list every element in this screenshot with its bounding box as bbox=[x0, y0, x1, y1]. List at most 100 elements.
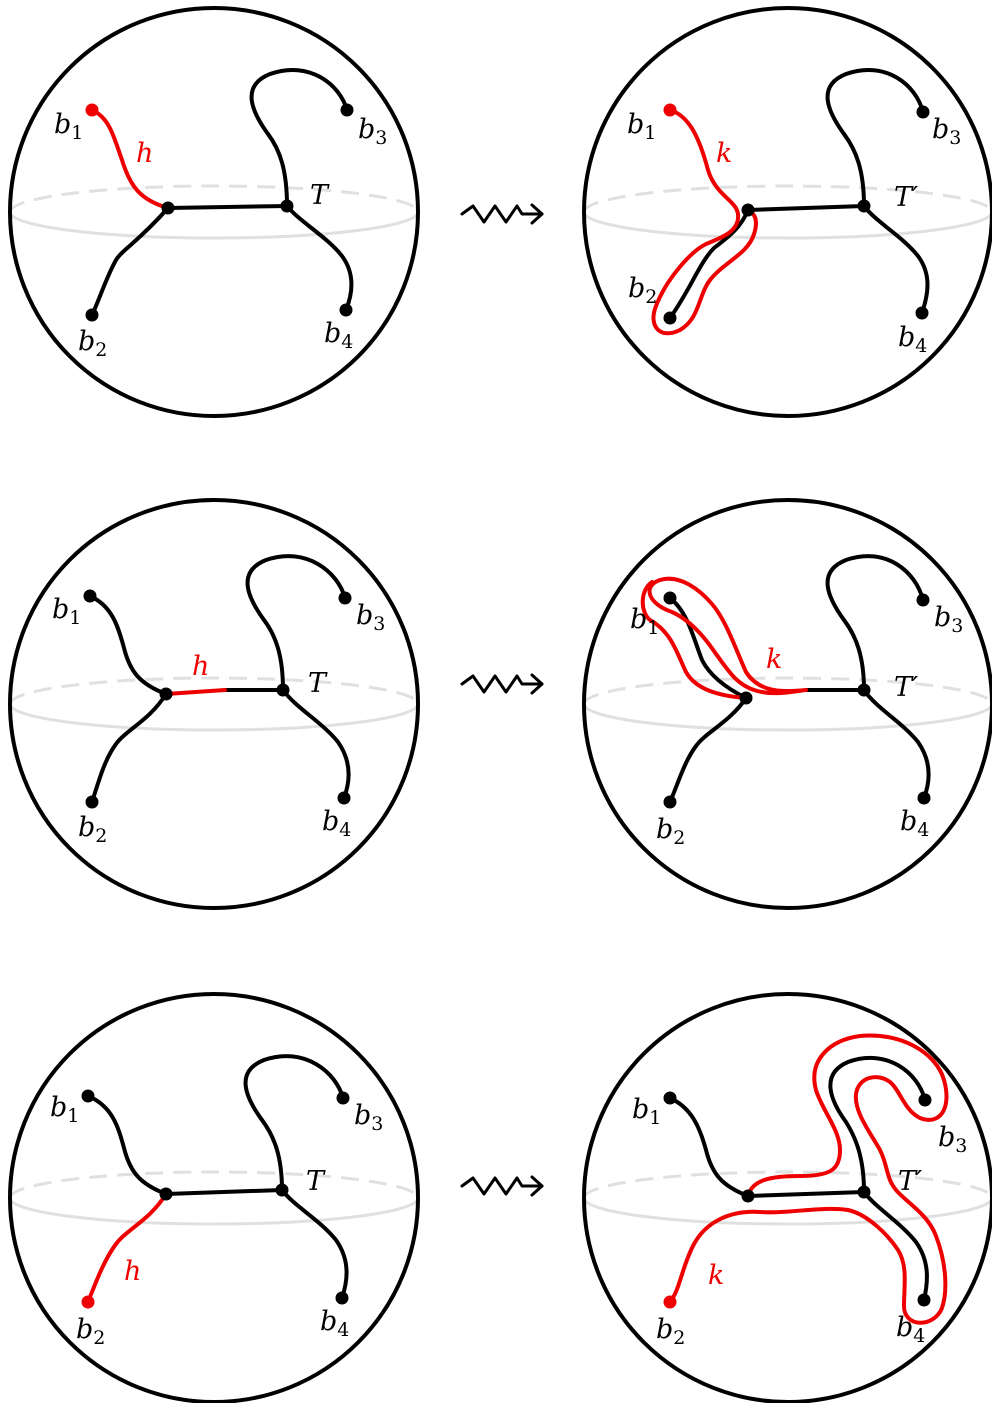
equator bbox=[584, 1170, 992, 1226]
label-tree: T bbox=[306, 1166, 326, 1197]
vertex-b2 bbox=[663, 1295, 677, 1309]
row-3: b1 b2 b3 b4 T h bbox=[8, 992, 992, 1403]
sphere-outline bbox=[582, 498, 992, 910]
sphere-left-1: b1 b2 b3 b4 T h bbox=[8, 6, 420, 418]
tree-t-prime bbox=[668, 1055, 929, 1302]
label-b3: b3 bbox=[932, 114, 961, 149]
vertex-inner-1 bbox=[159, 1187, 173, 1201]
sphere-outline bbox=[8, 6, 420, 418]
vertex-b1 bbox=[663, 103, 677, 117]
sphere-outline bbox=[582, 6, 992, 418]
vertex-b3 bbox=[336, 1091, 350, 1105]
label-arc: k bbox=[708, 1260, 724, 1291]
label-tree: T bbox=[308, 668, 328, 699]
label-arc: h bbox=[192, 651, 209, 682]
vertex-b3 bbox=[340, 103, 354, 117]
label-b3: b3 bbox=[358, 114, 387, 149]
label-arc: h bbox=[124, 1256, 141, 1287]
tree-t bbox=[90, 67, 354, 317]
vertex-inner-1 bbox=[739, 691, 753, 705]
vertex-b4 bbox=[335, 1291, 349, 1305]
label-b2: b2 bbox=[78, 326, 107, 361]
vertex-inner-1 bbox=[741, 203, 755, 217]
label-b3: b3 bbox=[356, 600, 385, 635]
label-b4: b4 bbox=[898, 322, 927, 357]
equator bbox=[584, 676, 992, 732]
sphere-right-1: b1 b2 b3 b4 T′ k bbox=[582, 6, 992, 418]
vertex-inner-2 bbox=[857, 1185, 871, 1199]
label-tree: T′ bbox=[894, 182, 918, 213]
label-b1: b1 bbox=[630, 604, 659, 639]
vertex-b4 bbox=[915, 306, 929, 320]
label-b2: b2 bbox=[628, 273, 657, 308]
tree-t bbox=[88, 554, 351, 804]
sphere-left-3: b1 b2 b3 b4 T h bbox=[8, 992, 420, 1403]
arc-h bbox=[86, 1192, 168, 1304]
vertex-b3 bbox=[918, 1093, 932, 1107]
arc-k-tail bbox=[640, 580, 748, 700]
equator bbox=[10, 1170, 418, 1226]
row-2: b1 b2 b3 b4 T h bbox=[8, 498, 992, 910]
label-b3: b3 bbox=[938, 1122, 967, 1157]
row-1: b1 b2 b3 b4 T h bbox=[8, 6, 992, 418]
vertex-inner-1 bbox=[741, 1189, 755, 1203]
arc-k bbox=[668, 1033, 949, 1325]
squiggly-arrow-icon bbox=[460, 673, 544, 695]
vertex-inner-2 bbox=[857, 199, 871, 213]
vertex-b2 bbox=[663, 795, 677, 809]
label-b1: b1 bbox=[632, 1094, 661, 1129]
label-b1: b1 bbox=[52, 594, 81, 629]
label-b4: b4 bbox=[324, 318, 353, 353]
label-b4: b4 bbox=[900, 806, 929, 841]
arc-h bbox=[90, 108, 170, 210]
label-b1: b1 bbox=[54, 109, 83, 144]
label-b4: b4 bbox=[322, 806, 351, 841]
sphere-left-2: b1 b2 b3 b4 T h bbox=[8, 498, 420, 910]
sphere-right-2: b1 b2 b3 b4 T′ k bbox=[582, 498, 992, 910]
arc-h bbox=[164, 688, 227, 696]
label-b3: b3 bbox=[934, 602, 963, 637]
tree-t bbox=[86, 1054, 349, 1300]
vertex-b1 bbox=[83, 589, 97, 603]
sphere-outline bbox=[8, 498, 420, 910]
vertex-b2 bbox=[81, 1295, 95, 1309]
tree-t-prime bbox=[668, 68, 930, 320]
vertex-b1 bbox=[663, 1091, 677, 1105]
vertex-b3 bbox=[338, 591, 352, 605]
vertex-b4 bbox=[917, 1293, 931, 1307]
vertex-inner-2 bbox=[276, 683, 290, 697]
vertex-b2 bbox=[663, 311, 677, 325]
vertex-b1 bbox=[81, 1089, 95, 1103]
vertex-b2 bbox=[85, 308, 99, 322]
equator bbox=[584, 184, 992, 240]
label-b2: b2 bbox=[656, 1314, 685, 1349]
vertex-inner-1 bbox=[159, 687, 173, 701]
vertex-b1 bbox=[663, 591, 677, 605]
label-arc: k bbox=[716, 138, 732, 169]
vertex-inner-2 bbox=[280, 199, 294, 213]
label-b2: b2 bbox=[78, 812, 107, 847]
sphere-right-3: b1 b2 b3 b4 T′ k bbox=[582, 992, 992, 1403]
label-tree: T bbox=[310, 180, 330, 211]
label-b2: b2 bbox=[76, 1314, 105, 1349]
vertex-inner-1 bbox=[161, 201, 175, 215]
label-arc: h bbox=[136, 138, 153, 169]
label-b1: b1 bbox=[627, 109, 656, 144]
label-b4: b4 bbox=[896, 1312, 925, 1347]
vertex-b4 bbox=[917, 791, 931, 805]
squiggly-arrow-icon bbox=[460, 1175, 544, 1197]
label-tree: T′ bbox=[894, 672, 918, 703]
vertex-inner-2 bbox=[857, 683, 871, 697]
vertex-b4 bbox=[337, 791, 351, 805]
label-b1: b1 bbox=[50, 1092, 79, 1127]
label-arc: k bbox=[766, 644, 782, 675]
vertex-b1 bbox=[85, 103, 99, 117]
vertex-inner-2 bbox=[275, 1183, 289, 1197]
label-tree: T′ bbox=[898, 1166, 922, 1197]
tree-t-prime bbox=[668, 554, 931, 804]
vertex-b2 bbox=[85, 795, 99, 809]
sphere-outline bbox=[582, 992, 992, 1403]
sphere-outline bbox=[8, 992, 420, 1403]
vertex-b3 bbox=[916, 593, 930, 607]
